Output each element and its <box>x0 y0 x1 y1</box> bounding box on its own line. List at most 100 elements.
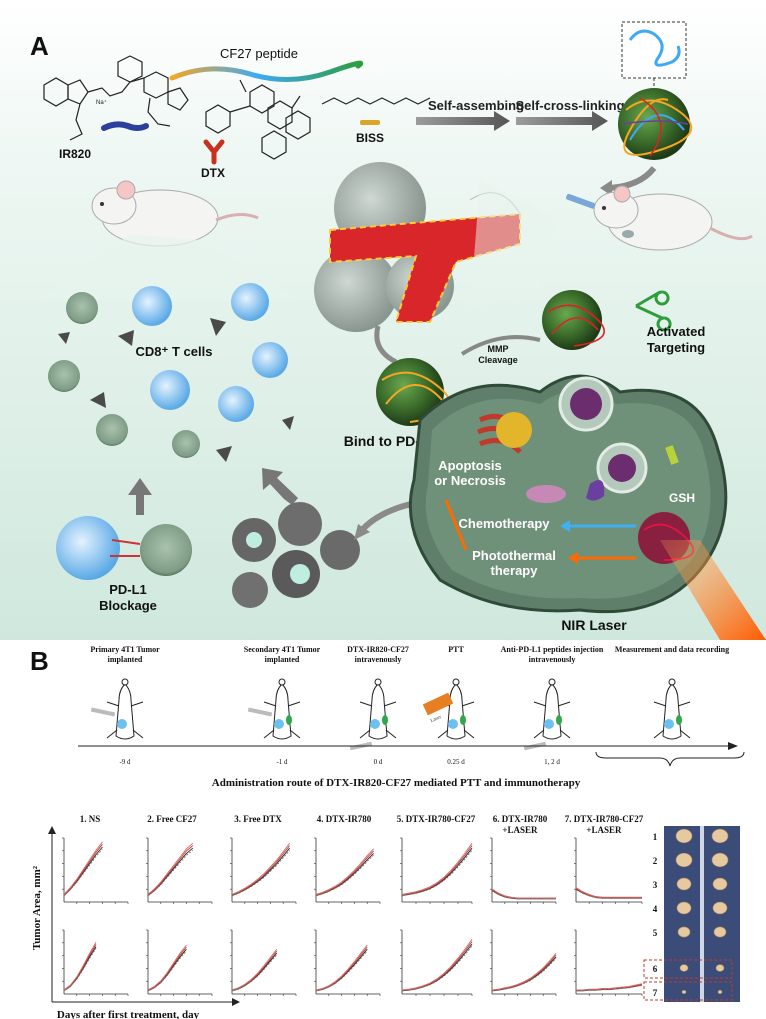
panel-a-letter: A <box>30 31 49 61</box>
series-line-6-bottom-4 <box>491 953 557 991</box>
group-2-title: 2. Free CF27 <box>147 814 197 824</box>
timeline-step-2-title-2: implanted <box>265 655 300 664</box>
apoptosis-label-2: or Necrosis <box>434 473 506 488</box>
primary-tumor-mark <box>544 719 554 729</box>
series-line-6-top-4 <box>491 888 556 899</box>
timeline-mouse-6 <box>653 678 691 740</box>
chart-5-top <box>400 837 473 904</box>
secondary-tumor-mark <box>556 715 562 725</box>
tumor-specimen-7-1 <box>681 989 687 994</box>
group-1-title: 1. NS <box>80 814 101 824</box>
tumor-specimen-3-2 <box>712 877 728 891</box>
tumor-specimen-2-2 <box>711 852 729 868</box>
primary-tumor-mark <box>370 719 380 729</box>
photo-row-4: 4 <box>653 904 658 914</box>
self-assembling-arrow <box>416 111 510 131</box>
t-cell-cluster <box>48 283 294 462</box>
photo-row-2: 2 <box>653 856 658 866</box>
series-line-5-bottom-4 <box>401 939 473 991</box>
timeline-caption: Administration route of DTX-IR820-CF27 m… <box>212 777 581 789</box>
dtx-label: DTX <box>201 166 225 180</box>
series-line-3-bottom-2 <box>231 950 278 992</box>
timeline-step-3-title-1: DTX-IR820-CF27 <box>347 645 409 654</box>
tumor-specimen-3-1 <box>676 877 692 891</box>
tumor-specimen-1-1 <box>675 828 693 844</box>
lysosome-nanoparticle <box>608 454 636 482</box>
tumor-specimen-4-1 <box>676 901 692 915</box>
series-line-3-bottom-4 <box>231 948 278 991</box>
pdl1-blockage-label-2: Blockage <box>99 598 157 613</box>
series-line-7-top-4 <box>575 887 642 898</box>
group-7-title-2: +LASER <box>586 825 622 835</box>
series-line-4-top-2 <box>315 850 374 896</box>
tumor-area-charts <box>62 837 643 996</box>
scissors-icon <box>635 290 672 332</box>
timeline-mouse-4 <box>437 678 475 740</box>
series-line-2-bottom-4 <box>147 944 187 991</box>
secondary-tumor-mark <box>676 715 682 725</box>
tumor-specimen-6-1 <box>679 964 689 972</box>
chart-7-top <box>574 837 643 904</box>
photo-row-5: 5 <box>653 928 658 938</box>
photo-row-7: 7 <box>653 988 658 998</box>
series-line-5-top-4 <box>401 843 473 895</box>
implant-syringe <box>90 707 116 717</box>
peptide-zoom-box <box>621 21 687 79</box>
chart-2-bottom <box>146 929 213 996</box>
timeline-step-4-title-1: PTT <box>448 645 464 654</box>
series-line-1-top-4 <box>63 841 103 895</box>
tumor-specimen-1-2 <box>711 828 729 844</box>
er-icon <box>586 480 605 501</box>
mouse-right <box>593 185 753 251</box>
mmp-label-1: MMP <box>488 344 509 354</box>
self-assembling-label: Self-assembing <box>428 98 524 113</box>
ir820-icon <box>101 121 149 131</box>
timeline-mouse-3 <box>349 678 397 751</box>
timeline-day-3: 0 d <box>374 758 383 766</box>
dtx-structure <box>205 79 311 160</box>
zoom-peptide-chain <box>628 29 681 67</box>
dtx-icon <box>203 139 225 165</box>
timeline-step-1-title-1: Primary 4T1 Tumor <box>90 645 160 654</box>
laser-wand-label: Laser <box>430 715 442 724</box>
endosome-nanoparticle <box>570 388 602 420</box>
timeline-step-3-title-2: intravenously <box>355 655 402 664</box>
self-cross-linking-label: Self-cross-linking <box>515 98 624 113</box>
chart-3-top <box>230 837 297 904</box>
crosslinked-nanoparticle <box>618 88 693 160</box>
mmp-label-2: Cleavage <box>478 355 518 365</box>
cell-to-death-arrow-head <box>354 524 370 540</box>
series-line-5-bottom-3 <box>401 945 473 992</box>
mouse-left <box>91 180 259 247</box>
photo-highlight-6 <box>643 959 733 979</box>
series-line-3-top-4 <box>231 843 290 895</box>
group-5-title: 5. DTX-IR780-CF27 <box>397 814 476 824</box>
series-line-1-bottom-3 <box>63 948 97 992</box>
secondary-tumor-mark <box>460 715 466 725</box>
photo-row-6: 6 <box>653 964 658 974</box>
series-line-3-top-3 <box>231 850 290 897</box>
vessel-to-bind-arrow <box>374 325 398 365</box>
timeline-days: -9 d -1 d 0 d 0.25 d 1, 2 d <box>119 758 560 766</box>
chart-5-bottom <box>400 929 473 996</box>
dead-tumor-cell-cluster <box>232 502 360 608</box>
ir820-label: IR820 <box>59 147 91 161</box>
photo-row-labels: 1 2 3 4 5 6 7 <box>653 832 658 998</box>
series-line-6-bottom-3 <box>491 958 557 992</box>
group-3-title: 3. Free DTX <box>234 814 282 824</box>
ir820-structure <box>43 55 189 141</box>
series-line-2-top-3 <box>147 850 194 897</box>
self-cross-linking-arrow <box>516 111 608 131</box>
mitochondria-icon <box>526 485 566 503</box>
series-line-2-bottom-2 <box>147 946 187 991</box>
series-line-4-top-4 <box>315 848 374 895</box>
timeline-step-6-title-1: Measurement and data recording <box>615 645 729 654</box>
group-7-title-1: 7. DTX-IR780-CF27 <box>565 814 644 824</box>
na-ion-label: Na⁺ <box>96 99 107 106</box>
mmp-arrow <box>460 335 541 356</box>
group-6-title-1: 6. DTX-IR780 <box>493 814 548 824</box>
injection-arrow-head <box>600 180 612 196</box>
timeline-mouse-5 <box>523 678 571 751</box>
x-axis-label: Days after first treatment, day <box>57 1009 200 1019</box>
gsh-label: GSH <box>669 491 695 505</box>
